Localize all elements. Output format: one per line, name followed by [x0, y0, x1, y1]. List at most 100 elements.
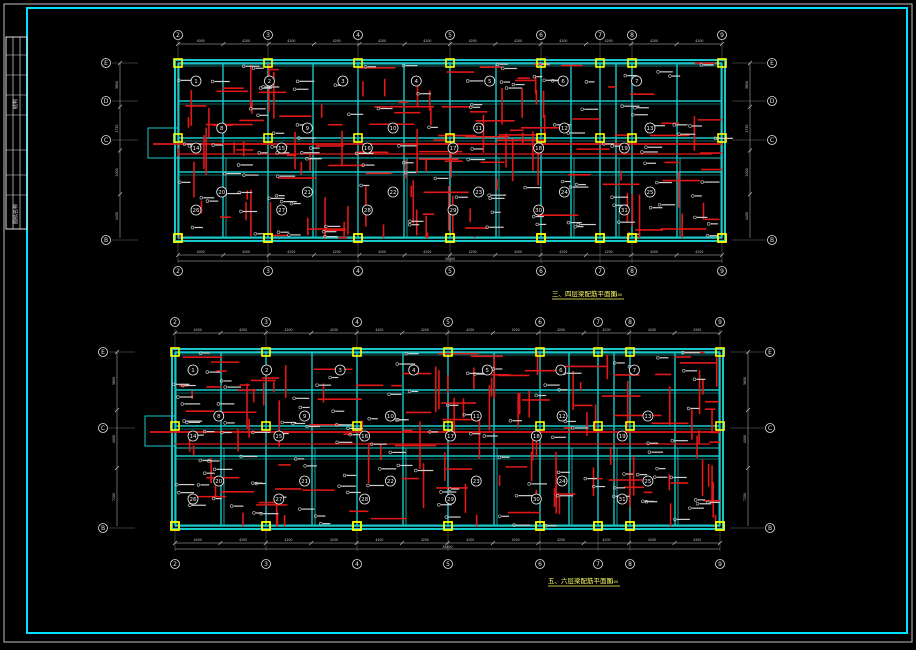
rebar-annotation	[472, 106, 481, 108]
axis-label: 3	[264, 561, 268, 568]
rebar-annotation-dot	[222, 171, 227, 176]
rebar-annotation-dot	[333, 83, 338, 87]
room-label: 19	[619, 434, 626, 440]
room-label-bubble	[410, 75, 422, 87]
rebar-annotation-dot	[251, 66, 256, 70]
column	[263, 233, 273, 243]
room-label: 23	[475, 190, 482, 196]
rebar-annotation-dot	[177, 490, 181, 495]
column	[352, 347, 362, 357]
axis-bubble	[261, 559, 271, 569]
rebar-annotation	[567, 420, 576, 423]
dimension-tick	[747, 60, 753, 66]
rebar-annotation	[616, 362, 625, 364]
rebar-annotation	[538, 394, 547, 397]
rebar-annotation	[296, 397, 310, 399]
axis-bubble	[717, 30, 727, 40]
column	[717, 233, 727, 243]
rebar-annotation	[546, 79, 560, 81]
rebar-annotation-dot	[469, 432, 473, 436]
rebar-annotation-dot	[328, 375, 332, 380]
rebar-annotation	[233, 505, 244, 507]
rebar-annotation	[223, 431, 232, 434]
rebar-annotation	[332, 376, 339, 379]
rebar-annotation-dot	[681, 350, 685, 355]
rebar-annotation	[346, 474, 357, 477]
rebar-annotation	[491, 194, 507, 196]
rebar-annotation	[260, 114, 269, 116]
rebar-annotation-dot	[276, 174, 280, 178]
column	[353, 133, 363, 143]
rebar-annotation	[391, 393, 402, 395]
column	[263, 58, 273, 68]
dimension-text: 4200	[466, 328, 474, 332]
rebar-annotation	[661, 204, 676, 206]
rebar-annotation-dot	[324, 224, 328, 229]
room-label: 23	[473, 479, 480, 485]
dimension-tick	[745, 407, 751, 413]
rebar-annotation-dot	[348, 432, 352, 437]
rebar-annotation-dot	[466, 157, 470, 162]
rebar-annotation	[554, 436, 566, 438]
axis-label: E	[101, 349, 105, 356]
rebar-annotation-dot	[580, 107, 584, 111]
rebar-annotation-dot	[253, 232, 257, 236]
axis-bubble	[101, 58, 111, 68]
room-label-bubble	[470, 475, 482, 487]
rebar-annotation-dot	[706, 500, 710, 505]
room-label: 24	[561, 190, 568, 196]
rebar-annotation-dot	[612, 494, 616, 498]
rebar-annotation-dot	[670, 438, 674, 443]
rebar-annotation	[275, 132, 285, 134]
dimension-text: 4000	[112, 435, 116, 443]
axis-bubble	[443, 317, 453, 327]
rebar-annotation	[704, 181, 720, 183]
rebar-annotation	[220, 403, 235, 405]
room-label: 27	[275, 497, 282, 503]
room-label: 26	[190, 497, 197, 503]
dimension-tick	[674, 252, 679, 258]
rebar-annotation-dot	[668, 74, 672, 78]
rebar-annotation-dot	[499, 80, 504, 84]
rebar-annotation	[392, 451, 406, 454]
dimension-text: 4200	[695, 39, 703, 43]
rebar-annotation	[262, 87, 272, 89]
rebar-annotation	[588, 81, 595, 83]
rebar-annotation-dot	[623, 73, 627, 78]
rebar-annotation-dot	[508, 419, 513, 423]
dimension-text: 4200	[559, 39, 567, 43]
rebar-annotation-dot	[523, 185, 527, 190]
rebar-annotation-dot	[504, 86, 509, 90]
axis-bubble	[715, 317, 725, 327]
dimension-text: 4200	[330, 538, 338, 542]
axis-label: 9	[718, 561, 722, 568]
dimension-tick	[117, 60, 123, 66]
rebar-annotation-dot	[346, 426, 350, 431]
rebar-annotation	[577, 226, 584, 228]
rebar-annotation	[358, 152, 374, 155]
rebar-annotation-dot	[566, 220, 571, 225]
rebar-annotation	[401, 145, 417, 147]
axis-label: 4	[356, 32, 360, 39]
rebar-annotation	[440, 504, 452, 506]
rebar-annotation-dot	[414, 468, 418, 473]
rebar-annotation	[566, 372, 582, 374]
rebar-annotation	[263, 513, 279, 515]
rebar-annotation	[226, 172, 241, 175]
room-label-bubble	[276, 142, 288, 154]
rebar-annotation	[572, 186, 589, 188]
room-label: 12	[559, 414, 566, 420]
rebar-annotation-dot	[396, 463, 400, 468]
rebar-annotation	[694, 195, 702, 197]
axis-bubble	[170, 317, 180, 327]
dimension-tick	[745, 465, 751, 471]
dimension-tick	[672, 540, 677, 546]
rebar-annotation-dot	[220, 430, 224, 435]
column	[170, 347, 180, 357]
dimension-text: 4400	[115, 212, 119, 220]
axis-label: 9	[720, 268, 724, 275]
room-label: 6	[561, 79, 565, 85]
axis-bubble	[627, 30, 637, 40]
rebar-annotation-dot	[557, 388, 561, 392]
